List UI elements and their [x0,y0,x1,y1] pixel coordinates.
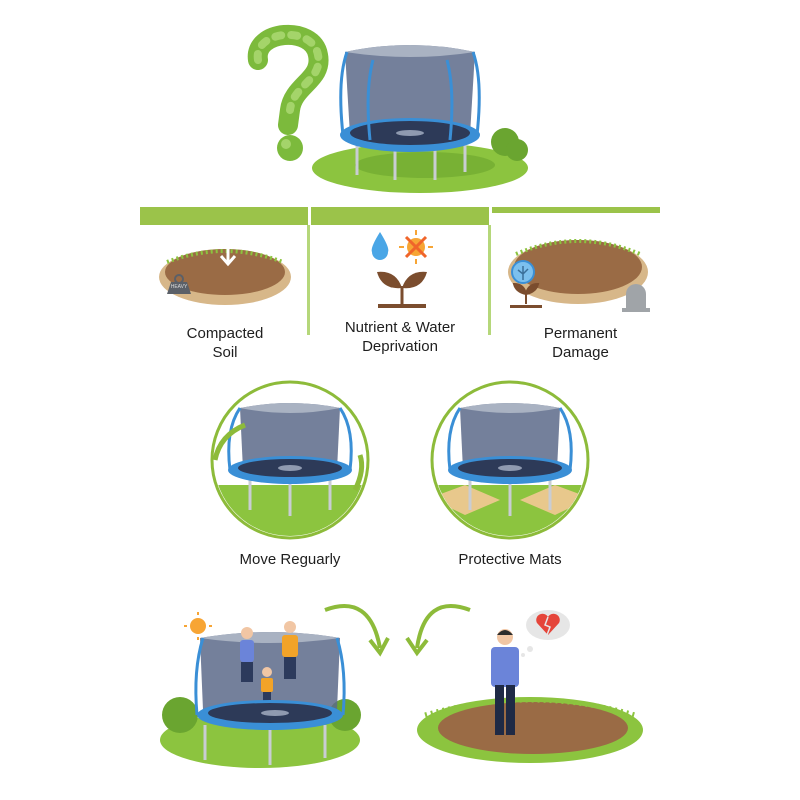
arrow-curve-right-icon [324,604,390,657]
effects-bar-left [140,207,308,225]
trampoline-mats-icon [430,380,590,540]
effect-compacted-soil: HEAVY Compacted Soil [150,228,300,368]
effects-bar-right [492,207,660,213]
divider-2 [488,225,491,335]
dead-lawn-icon [508,239,650,312]
no-sun-icon [399,230,433,264]
trampoline-move-icon [210,380,370,540]
effect-label-line2: Soil [212,344,238,361]
effects-bar-middle [311,207,489,225]
effect-label-line2: Deprivation [362,338,438,355]
arrow-curve-left-icon [405,604,471,657]
grass-base-icon [312,128,528,193]
outcome-after [415,605,645,780]
effect-label-line1: Compacted [186,325,264,342]
broken-heart-icon [536,613,560,635]
weight-label: HEAVY [170,284,188,290]
compacted-soil-icon [159,238,291,305]
solution-label: Move Reguarly [239,551,341,568]
divider-1 [307,225,310,335]
solution-move-regularly: Move Reguarly [205,380,375,575]
family-trampoline-icon [160,612,361,768]
effect-label-line1: Permanent [543,325,618,342]
water-drop-icon [371,232,389,260]
outcome-before [155,600,370,780]
solution-label: Protective Mats [458,551,562,568]
sprout-icon [377,271,427,308]
solution-protective-mats: Protective Mats [425,380,595,575]
effect-label-line1: Nutrient & Water [344,319,456,336]
trampoline-icon [339,45,481,180]
man-dead-lawn-icon [417,610,643,763]
effect-permanent-damage: Permanent Damage [498,222,658,372]
hero-section [230,20,530,200]
effect-label-line2: Damage [552,344,609,361]
effect-nutrient-water: Nutrient & Water Deprivation [315,228,485,368]
leaf-question-mark-icon [247,25,329,161]
